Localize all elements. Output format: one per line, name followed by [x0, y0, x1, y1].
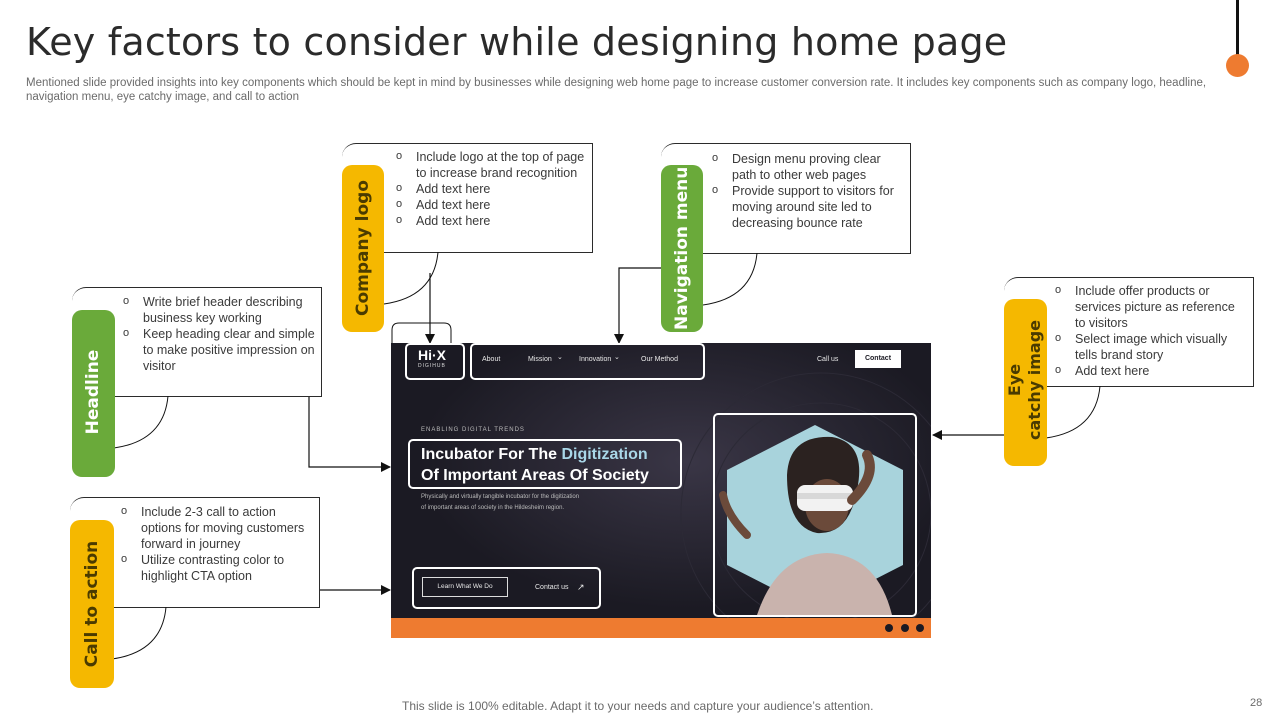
- mockup-nav-mission[interactable]: Mission: [528, 356, 552, 363]
- dot-icon: [916, 624, 924, 632]
- highlight-logo: [405, 343, 465, 380]
- logo-bracket: [391, 322, 452, 343]
- company-logo-tab: [342, 165, 384, 332]
- arrow-navigation-menu: [614, 267, 661, 344]
- mockup-bottom-bar: [391, 618, 931, 638]
- eye-catchy-image-label-line2: catchy image: [1025, 319, 1044, 441]
- arrow-up-right-icon: ↗: [577, 582, 585, 592]
- call-to-action-item: Utilize contrasting color to highlight C…: [121, 551, 313, 584]
- mockup-kicker: ENABLING DIGITAL TRENDS: [421, 427, 525, 433]
- highlight-cta: [412, 567, 601, 609]
- hero-image: [719, 425, 903, 615]
- eye-catchy-image-label: Eye catchy image: [1005, 300, 1045, 460]
- headline-label: Headline: [83, 349, 103, 435]
- mockup-nav-our-method[interactable]: Our Method: [641, 356, 678, 363]
- company-logo-item: Add text here: [396, 180, 586, 197]
- dot-icon: [885, 624, 893, 632]
- decorative-line: [1236, 0, 1239, 60]
- mockup-contact-button[interactable]: Contact: [855, 350, 901, 368]
- eye-catchy-image-curve: [1045, 385, 1101, 439]
- mockup-headline-highlight: Digitization: [561, 446, 648, 463]
- mockup-logo: Hi·X: [418, 347, 446, 363]
- mockup-nav-about[interactable]: About: [482, 356, 501, 363]
- call-to-action-tab: [70, 520, 114, 688]
- mockup-body-line2: of important areas of society in the Hil…: [421, 505, 565, 511]
- mockup-nav-innovation[interactable]: Innovation: [579, 356, 612, 363]
- eye-catchy-image-label-line1: Eye: [1005, 363, 1024, 397]
- call-to-action-curve: [111, 606, 167, 660]
- company-logo-curve: [383, 251, 439, 305]
- eye-catchy-image-item: Select image which visually tells brand …: [1055, 330, 1247, 363]
- website-mockup: Hi·X DIGIHUB About Mission ⌄ Innovation …: [391, 343, 931, 638]
- company-logo-item: Add text here: [396, 196, 586, 213]
- eye-catchy-image-tab: [1004, 299, 1047, 466]
- navigation-menu-item: Provide support to visitors for moving a…: [712, 182, 904, 231]
- navigation-menu-box: Design menu proving clear path to other …: [661, 143, 911, 254]
- arrow-headline: [308, 396, 391, 472]
- navigation-menu-label: Navigation menu: [672, 166, 692, 330]
- navigation-menu-tab: [661, 165, 703, 332]
- mockup-body-line1: Physically and virtually tangible incuba…: [421, 494, 580, 500]
- company-logo-item: Add text here: [396, 212, 586, 229]
- chevron-down-icon: ⌄: [614, 354, 620, 361]
- mockup-logo-sub: DIGIHUB: [418, 363, 446, 369]
- mockup-headline-part1: Incubator For The: [421, 446, 562, 463]
- mockup-headline: Incubator For The Digitization Of Import…: [421, 444, 649, 486]
- page-subtitle: Mentioned slide provided insights into k…: [26, 77, 1207, 103]
- headline-curve: [113, 395, 169, 449]
- page-number: 28: [1250, 697, 1263, 709]
- mockup-learn-button[interactable]: Learn What We Do: [422, 577, 508, 597]
- mockup-headline-line2: Of Important Areas Of Society: [421, 467, 649, 484]
- call-to-action-item: Include 2-3 call to action options for m…: [121, 503, 313, 552]
- company-logo-label: Company logo: [353, 180, 373, 316]
- eye-catchy-image-item: Include offer products or services pictu…: [1055, 282, 1247, 331]
- headline-tab: [72, 310, 115, 477]
- company-logo-item: Include logo at the top of page to incre…: [396, 148, 586, 181]
- highlight-image: [713, 413, 917, 617]
- highlight-headline: [408, 439, 682, 489]
- decorative-dot: [1226, 54, 1249, 77]
- headline-item: Keep heading clear and simple to make po…: [123, 325, 315, 374]
- headline-item: Write brief header describing business k…: [123, 293, 315, 326]
- dot-icon: [901, 624, 909, 632]
- mockup-call-us[interactable]: Call us: [817, 356, 839, 363]
- chevron-down-icon: ⌄: [557, 354, 563, 361]
- navigation-menu-item: Design menu proving clear path to other …: [712, 150, 904, 183]
- navigation-menu-curve: [702, 252, 758, 306]
- footer-note: This slide is 100% editable. Adapt it to…: [402, 699, 874, 713]
- call-to-action-label: Call to action: [82, 540, 102, 668]
- highlight-navigation: [470, 343, 705, 380]
- mockup-contact-link[interactable]: Contact us: [535, 584, 569, 591]
- eye-catchy-image-item: Add text here: [1055, 362, 1247, 379]
- page-title: Key factors to consider while designing …: [26, 20, 1008, 64]
